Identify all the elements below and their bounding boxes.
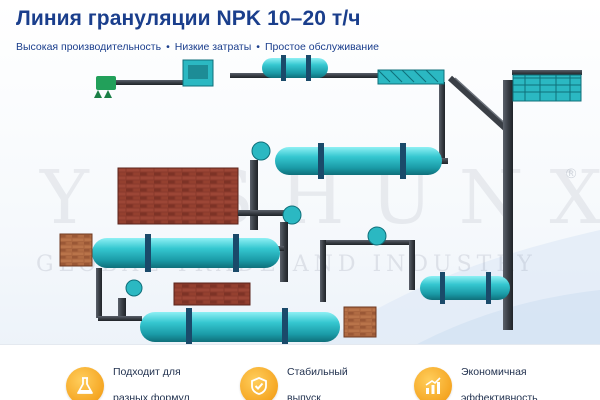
flask-icon xyxy=(66,366,104,400)
subtitle: Высокая производительность•Низкие затрат… xyxy=(16,41,379,53)
brick-furnace-small-bottom xyxy=(343,306,377,338)
subtitle-item-performance: Высокая производительность xyxy=(16,41,162,53)
title-main: Линия грануляции xyxy=(16,7,211,30)
title-capacity: NPK 10–20 т/ч xyxy=(216,7,361,30)
growth-chart-icon xyxy=(414,366,452,400)
feature-stable-output: Стабильный выпуск xyxy=(240,353,348,400)
conveyor-middle xyxy=(320,226,415,302)
shield-check-icon xyxy=(240,366,278,400)
feature-bar: Подходит для разных формул Стабильный вы… xyxy=(0,344,600,400)
brick-furnace-small-left xyxy=(59,233,93,267)
registered-mark: ® xyxy=(566,165,577,181)
brick-furnace-large xyxy=(117,167,239,225)
cyclone-separator xyxy=(238,205,302,282)
feature-economic-label: Экономичная эффективность xyxy=(461,366,538,400)
crusher-machine xyxy=(94,76,116,98)
feature-formulas-label: Подходит для разных формул xyxy=(113,366,190,400)
granulator-drum-bottom xyxy=(98,279,340,344)
cooler-drum xyxy=(92,234,284,318)
rotary-dryer-drum xyxy=(250,141,448,230)
feature-economic: Экономичная эффективность xyxy=(414,353,538,400)
feature-stable-output-label: Стабильный выпуск xyxy=(287,366,348,400)
granulator-drum-top xyxy=(262,55,328,81)
mixer-unit xyxy=(182,59,214,87)
page-title: Линия грануляции NPK 10–20 т/ч xyxy=(16,7,361,31)
coating-drum xyxy=(420,272,510,304)
subtitle-item-maintenance: Простое обслуживание xyxy=(264,41,379,53)
subtitle-item-cost: Низкие затраты xyxy=(174,41,252,53)
feature-formulas: Подходит для разных формул xyxy=(66,353,190,400)
brick-furnace-middle xyxy=(173,282,251,306)
production-line-illustration xyxy=(59,55,582,344)
screening-machine-top xyxy=(377,69,582,102)
